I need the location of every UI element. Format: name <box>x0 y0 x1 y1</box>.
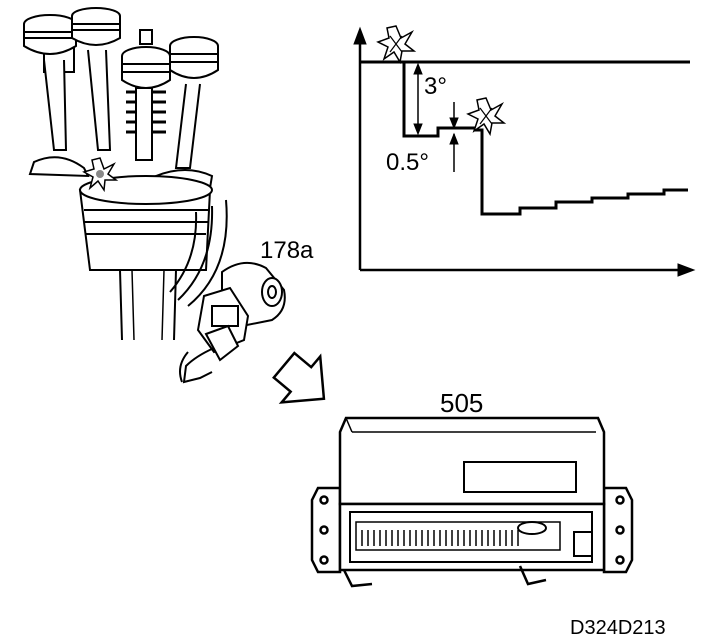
intake-valve <box>71 7 121 151</box>
intake-valve <box>23 14 90 178</box>
engine-illustration <box>23 7 228 341</box>
piston <box>78 175 213 341</box>
ecu-label-plate <box>463 461 577 493</box>
knock-vibration-waves <box>169 199 228 307</box>
graph-x-arrowhead <box>677 263 696 277</box>
ecu-ref-label: 505 <box>440 388 483 418</box>
retard-step-label: 3° <box>424 73 447 100</box>
ignition-timing-graph <box>353 26 696 277</box>
signal-arrow-icon <box>272 351 326 404</box>
restore-step-label: 0.5° <box>386 149 429 176</box>
engine-control-module <box>310 416 634 574</box>
connector-pins <box>361 530 519 546</box>
drawing-code: D324D213 <box>570 617 666 639</box>
knock-sensor <box>179 261 286 384</box>
sensor-ref-label: 178a <box>260 237 314 264</box>
harness-clip <box>342 565 547 588</box>
knock-star-icon <box>376 25 417 65</box>
ignition-timing-curve <box>360 60 688 216</box>
knock-star-icon <box>466 97 507 137</box>
exhaust-valve <box>121 29 171 161</box>
knock-star-icon <box>82 157 119 193</box>
graph-y-arrowhead <box>353 26 367 45</box>
